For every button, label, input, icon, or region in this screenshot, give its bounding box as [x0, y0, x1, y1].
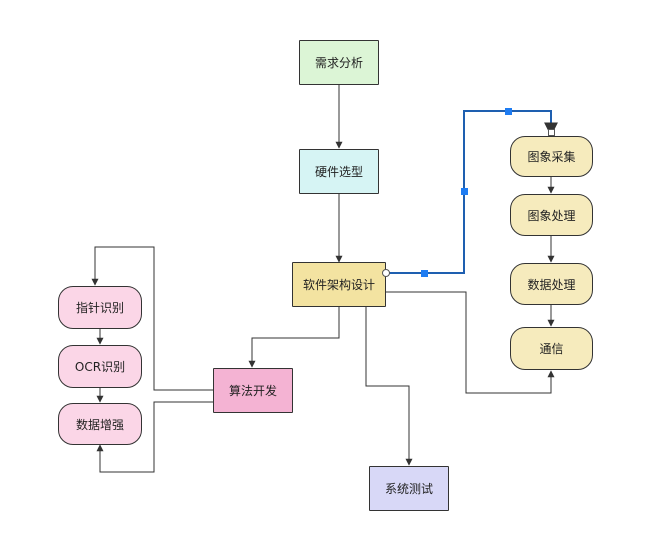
node-hardware-label: 硬件选型 [314, 165, 363, 179]
node-capture-label: 图象采集 [527, 150, 576, 164]
edge-midpoint-handle[interactable] [461, 188, 468, 195]
edge-algorithm-augment[interactable] [96, 401, 213, 473]
node-requirements[interactable]: 需求分析 [299, 40, 379, 85]
node-dataproc-label: 数据处理 [527, 277, 576, 292]
edge-architecture-capture[interactable] [386, 110, 558, 274]
edge-algorithm-pointer[interactable] [91, 246, 213, 391]
edge-architecture-testing[interactable] [365, 307, 413, 466]
node-comm[interactable]: 通信 [510, 327, 593, 370]
node-imageproc-label: 图象处理 [527, 208, 576, 223]
node-architecture[interactable]: 软件架构设计 [292, 262, 386, 307]
edge-architecture-algorithm[interactable] [248, 307, 340, 368]
edge-midpoint-handle[interactable] [505, 108, 512, 115]
node-ocr-label: OCR识别 [74, 360, 126, 374]
node-testing-label: 系统测试 [384, 482, 433, 496]
edge-target-handle[interactable] [548, 129, 555, 136]
node-algorithm-label: 算法开发 [228, 384, 277, 398]
node-testing[interactable]: 系统测试 [369, 466, 449, 511]
edge-architecture-comm[interactable] [386, 291, 555, 394]
node-hardware[interactable]: 硬件选型 [299, 149, 379, 194]
node-augment[interactable]: 数据增强 [58, 403, 142, 445]
node-algorithm[interactable]: 算法开发 [213, 368, 293, 413]
node-architecture-label: 软件架构设计 [302, 278, 375, 292]
edge-source-handle[interactable] [382, 269, 390, 277]
node-dataproc[interactable]: 数据处理 [510, 263, 593, 305]
node-ocr[interactable]: OCR识别 [58, 345, 142, 388]
node-imageproc[interactable]: 图象处理 [510, 194, 593, 236]
node-augment-label: 数据增强 [75, 417, 124, 432]
node-comm-label: 通信 [539, 342, 564, 356]
node-requirements-label: 需求分析 [314, 56, 363, 70]
node-pointer[interactable]: 指针识别 [58, 286, 142, 329]
node-capture[interactable]: 图象采集 [510, 136, 593, 177]
edge-midpoint-handle[interactable] [421, 270, 428, 277]
node-pointer-label: 指针识别 [75, 301, 124, 315]
